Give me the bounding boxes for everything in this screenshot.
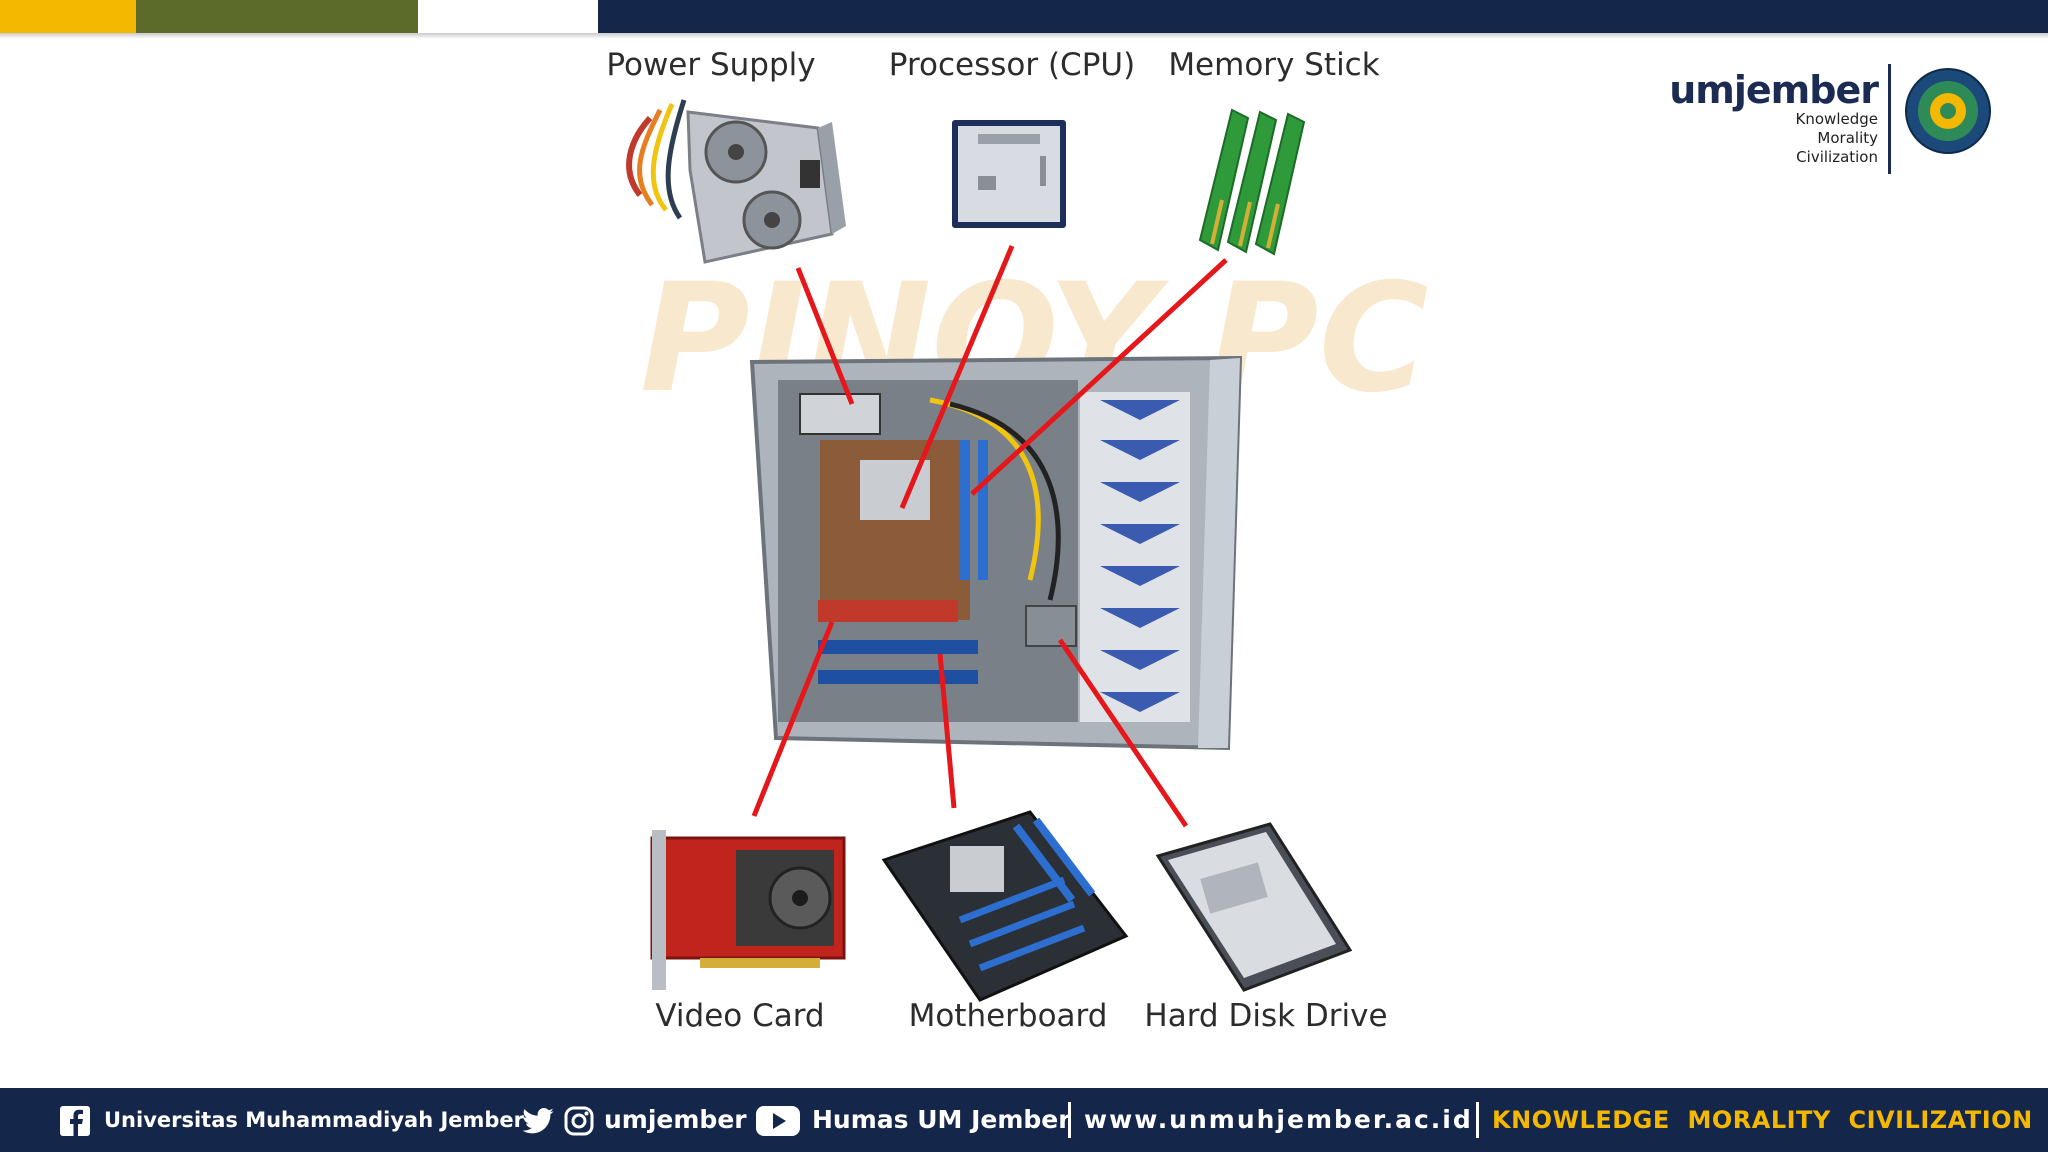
pointer-processor [899, 245, 1015, 509]
youtube-icon[interactable] [756, 1106, 800, 1136]
label-motherboard: Motherboard [908, 998, 1108, 1034]
pointer-hard-disk [1057, 638, 1189, 828]
top-bar-olive [136, 0, 418, 33]
label-power-supply: Power Supply [606, 47, 816, 83]
pointer-lines [751, 245, 1228, 828]
top-bar-navy [598, 0, 2048, 33]
tagline-knowledge: Knowledge [1795, 110, 1878, 128]
processor-image [952, 120, 1066, 228]
top-color-bar [0, 0, 2048, 33]
top-bar-gold [0, 0, 136, 33]
footer-separator-2 [1476, 1102, 1479, 1138]
footer-website-link[interactable]: www.unmuhjember.ac.id [1084, 1105, 1473, 1134]
label-hard-disk-drive: Hard Disk Drive [1144, 998, 1388, 1034]
logo-tagline: Knowledge Morality Civilization [1796, 110, 1878, 167]
footer-bar: Universitas Muhammadiyah Jember umjember… [0, 1088, 2048, 1152]
facebook-icon[interactable] [60, 1106, 90, 1136]
seal-icon [1905, 68, 1991, 154]
tagline-morality: Morality [1817, 129, 1878, 147]
power-supply-image [626, 99, 846, 264]
label-memory-stick: Memory Stick [1168, 47, 1380, 83]
footer-facebook-text[interactable]: Universitas Muhammadiyah Jember [104, 1108, 525, 1132]
umjember-logo: umjember Knowledge Morality Civilization [1669, 60, 2000, 180]
footer-motto: KNOWLEDGE MORALITY CIVILIZATION [1492, 1106, 2033, 1134]
logo-wordmark: umjember [1669, 68, 1879, 112]
twitter-icon[interactable] [522, 1108, 554, 1134]
video-card-image [650, 830, 846, 990]
motherboard-image [881, 810, 1129, 1002]
instagram-icon[interactable] [564, 1106, 594, 1136]
pointer-memory [970, 258, 1228, 496]
pointer-power-supply [795, 267, 855, 405]
top-bar-shadow [0, 33, 2048, 39]
pc-case-image [749, 355, 1243, 751]
footer-separator-1 [1068, 1102, 1071, 1138]
top-bar-white [418, 0, 598, 33]
pointer-video-card [751, 621, 835, 817]
pointer-motherboard [937, 653, 957, 809]
label-video-card: Video Card [655, 998, 825, 1034]
logo-divider [1888, 64, 1891, 174]
tagline-civilization: Civilization [1796, 148, 1878, 166]
label-processor: Processor (CPU) [888, 47, 1136, 83]
footer-youtube-text[interactable]: Humas UM Jember [812, 1105, 1071, 1134]
memory-stick-image [1198, 108, 1306, 256]
footer-social-handle[interactable]: umjember [604, 1105, 747, 1134]
hard-disk-image [1155, 822, 1353, 992]
